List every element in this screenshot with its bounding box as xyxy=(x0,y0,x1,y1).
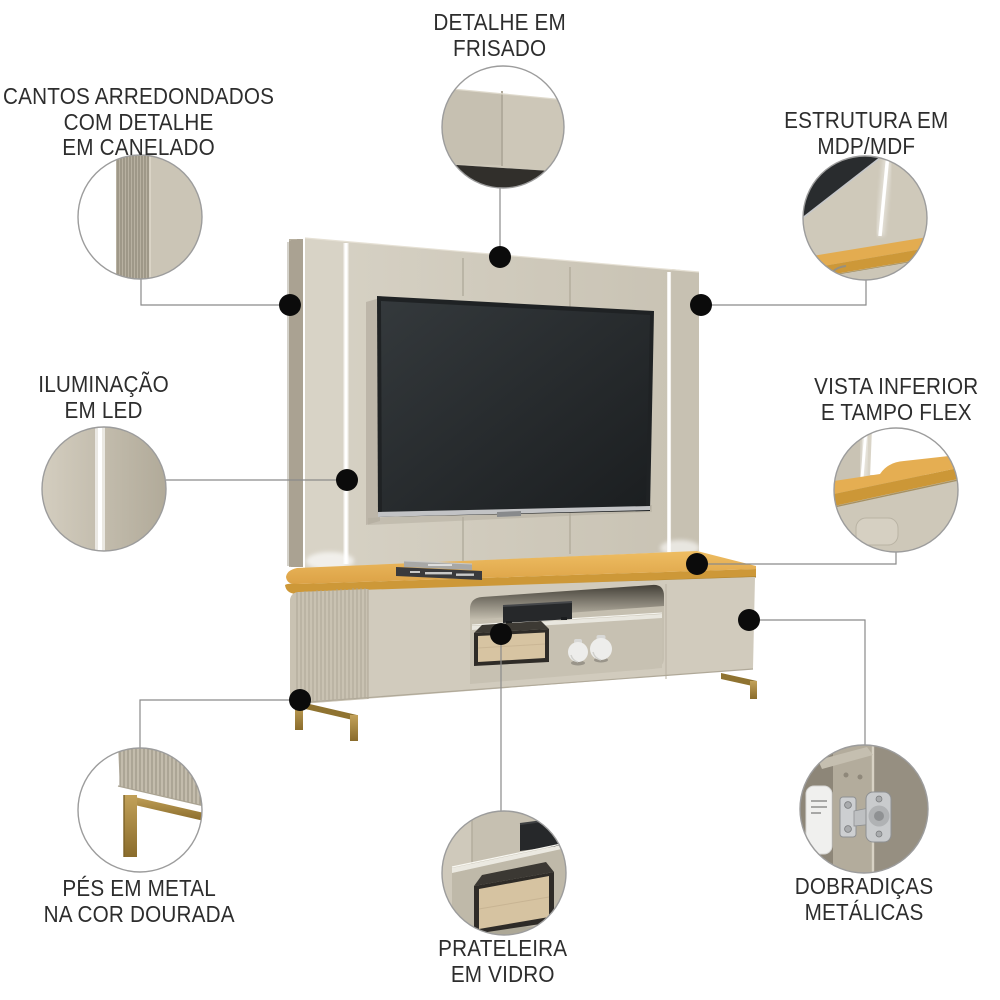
callout-label-estrutura: ESTRUTURA EM MDP/MDF xyxy=(676,107,1000,159)
detail-circle-led xyxy=(41,426,167,552)
callout-label-pes: PÉS EM METAL NA COR DOURADA xyxy=(0,875,329,927)
dot-canelado xyxy=(279,294,301,316)
hinge xyxy=(839,791,892,843)
label-line: EM CANELADO xyxy=(62,134,216,160)
label-line: CANTOS ARREDONDADOS xyxy=(3,83,275,109)
detail-circle-dobradicas xyxy=(799,744,929,874)
detail-circle-canelado xyxy=(77,154,203,280)
detail-circle-frisado xyxy=(441,65,565,189)
frisado-grooves xyxy=(462,258,571,561)
vases xyxy=(568,635,612,666)
label-line: NA COR DOURADA xyxy=(43,900,235,927)
dot-led xyxy=(336,469,358,491)
callout-dots xyxy=(279,246,760,711)
label-line: DETALHE EM xyxy=(433,9,567,35)
dot-frisado xyxy=(489,246,511,268)
callout-label-tampo: VISTA INFERIOR E TAMPO FLEX xyxy=(706,373,1000,425)
dot-estrutura xyxy=(690,294,712,316)
media-player xyxy=(502,601,573,624)
dot-prateleira xyxy=(490,623,512,645)
label-line: PRATELEIRA xyxy=(438,935,568,961)
callout-label-prateleira: PRATELEIRA EM VIDRO xyxy=(313,935,693,987)
books xyxy=(396,560,482,580)
tv-screen xyxy=(381,301,650,512)
tv-mount xyxy=(497,511,521,517)
label-line: METÁLICAS xyxy=(804,898,924,925)
tv xyxy=(366,296,654,525)
dot-dobradicas xyxy=(738,609,760,631)
label-line: FRISADO xyxy=(453,34,547,61)
label-line: VISTA INFERIOR xyxy=(813,373,979,399)
label-line: PÉS EM METAL xyxy=(62,875,216,901)
callout-label-dobradicas: DOBRADIÇAS METÁLICAS xyxy=(674,873,1000,925)
detail-circle-estrutura xyxy=(802,155,928,281)
label-line: E TAMPO FLEX xyxy=(820,398,972,425)
label-line: DOBRADIÇAS xyxy=(794,873,934,899)
detail-circle-tampo xyxy=(833,427,959,553)
label-line: EM VIDRO xyxy=(451,960,555,987)
dot-tampo xyxy=(686,553,708,575)
tv-stand xyxy=(290,577,755,704)
led-strips xyxy=(306,243,700,570)
label-line: ILUMINAÇÃO xyxy=(38,371,170,397)
detail-circle-pes xyxy=(77,747,203,873)
detail-circle-prateleira xyxy=(441,810,567,936)
label-line: MDP/MDF xyxy=(817,132,915,159)
callout-label-led: ILUMINAÇÃO EM LED xyxy=(0,371,294,423)
callout-label-frisado: DETALHE EM FRISADO xyxy=(310,9,690,61)
dot-pes xyxy=(289,689,311,711)
label-line: COM DETALHE xyxy=(64,108,214,135)
label-line: ESTRUTURA EM xyxy=(783,107,949,133)
wood-decor-box xyxy=(474,621,549,666)
label-line: EM LED xyxy=(64,396,144,423)
callout-label-canelado: CANTOS ARREDONDADOS COM DETALHE EM CANEL… xyxy=(0,83,329,161)
gold-legs xyxy=(295,673,757,741)
callout-lines xyxy=(139,188,897,811)
